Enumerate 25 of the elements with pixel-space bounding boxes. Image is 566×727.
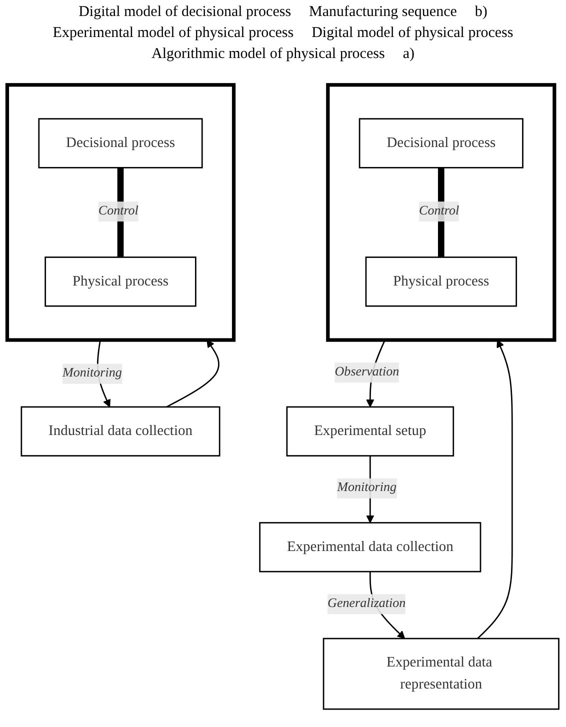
cluster bbox=[5, 83, 236, 342]
node-box: Physical process bbox=[365, 256, 518, 307]
edge-label: Control bbox=[98, 203, 138, 218]
node-box: Experimental data representation bbox=[322, 638, 560, 710]
arrow bbox=[477, 340, 513, 640]
edge-label: Observation bbox=[334, 364, 400, 379]
panel-label: a) bbox=[402, 46, 414, 63]
node-box: Physical process bbox=[44, 256, 196, 307]
node-box: Industrial data collection bbox=[20, 406, 220, 456]
panel-label: b) bbox=[474, 4, 488, 21]
node-box: Experimental data collection bbox=[259, 522, 482, 572]
arrow bbox=[166, 340, 220, 408]
edge-label: Monitoring bbox=[62, 366, 122, 380]
edge-label: Control bbox=[419, 203, 460, 218]
panel-label: Experimental model of physical process bbox=[52, 25, 294, 42]
node-box: Experimental setup bbox=[286, 406, 454, 456]
panel-label: Digital model of physical process bbox=[312, 25, 514, 42]
edge-label: Generalization bbox=[328, 596, 406, 610]
edge-label: Monitoring bbox=[337, 480, 396, 495]
cluster bbox=[326, 83, 556, 342]
panel-label: Manufacturing sequence bbox=[309, 4, 457, 21]
panel-label: Algorithmic model of physical process bbox=[152, 46, 385, 63]
node-box: Decisional process bbox=[358, 118, 524, 168]
panel-label: Digital model of decisional process bbox=[78, 4, 292, 21]
node-box: Decisional process bbox=[38, 118, 203, 168]
